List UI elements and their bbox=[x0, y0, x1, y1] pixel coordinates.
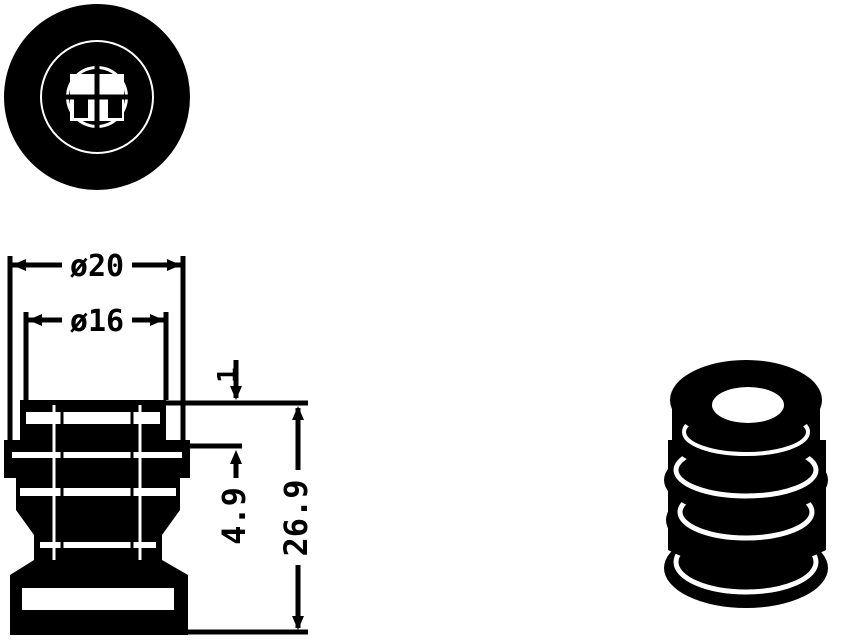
top-view-inner-outline bbox=[40, 40, 154, 154]
side-view-groove-2 bbox=[12, 452, 182, 458]
top-view bbox=[4, 4, 190, 190]
side-view-body bbox=[4, 400, 190, 635]
dimension-arrows bbox=[12, 259, 304, 630]
isometric-view bbox=[664, 360, 828, 608]
side-view-groove-3 bbox=[20, 488, 176, 496]
side-view-groove-5 bbox=[22, 588, 174, 610]
side-view bbox=[4, 400, 190, 635]
top-view-hatch-right bbox=[108, 98, 122, 118]
inner-diameter-label: ø16 bbox=[70, 304, 124, 339]
top-gap-label: 1 bbox=[213, 367, 243, 383]
side-view-groove-1 bbox=[26, 412, 160, 424]
total-height-label: 26.9 bbox=[277, 479, 315, 556]
lip-height-label: 4.9 bbox=[215, 487, 253, 545]
outer-diameter-label: ø20 bbox=[70, 249, 124, 284]
side-view-groove-4 bbox=[40, 542, 156, 548]
top-view-hatch-left bbox=[74, 98, 88, 118]
isometric-top-hole bbox=[712, 387, 784, 423]
